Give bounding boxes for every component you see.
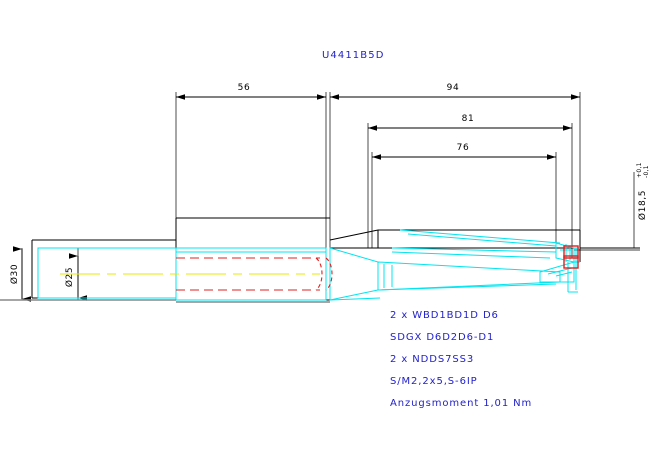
baseline-shadow: [0, 299, 330, 303]
insert-pockets: [563, 245, 579, 269]
dimension-label-flute-plus: 81: [462, 114, 475, 124]
dimension-label-shank-length: 56: [238, 83, 251, 93]
dimension-label-shank-diameter: Ø30: [9, 264, 20, 284]
vertical-dimension-lines: [13, 172, 635, 302]
hidden-lines: [176, 257, 333, 291]
extension-lines: [21, 92, 640, 300]
note-line-3: 2 x NDDS7SS3: [390, 354, 474, 365]
cutting-diameter-callout: Ø18,5 +0,1 -0,1: [636, 162, 650, 220]
note-line-5: Anzugsmoment 1,01 Nm: [390, 398, 532, 409]
tolerance-lower: -0,1: [643, 165, 650, 178]
note-block: 2 x WBD1BD1D D6 SDGX D6D2D6-D1 2 x NDDS7…: [390, 310, 532, 409]
horizontal-dimension-lines: [176, 94, 580, 160]
drawing-title: U4411B5D: [322, 50, 385, 61]
dimension-label-flute-length: 76: [457, 143, 470, 153]
note-line-4: S/M2,2x5,S-6IP: [390, 376, 478, 387]
outline-geometry: [31, 217, 640, 301]
note-line-1: 2 x WBD1BD1D D6: [390, 310, 499, 321]
dimension-label-overall-length: 94: [447, 83, 460, 93]
note-line-2: SDGX D6D2D6-D1: [390, 332, 494, 343]
tolerance-upper: +0,1: [636, 162, 643, 178]
dimension-label-neck-diameter: Ø25: [64, 267, 75, 287]
dimension-label-cutting-diameter: Ø18,5: [637, 190, 648, 220]
